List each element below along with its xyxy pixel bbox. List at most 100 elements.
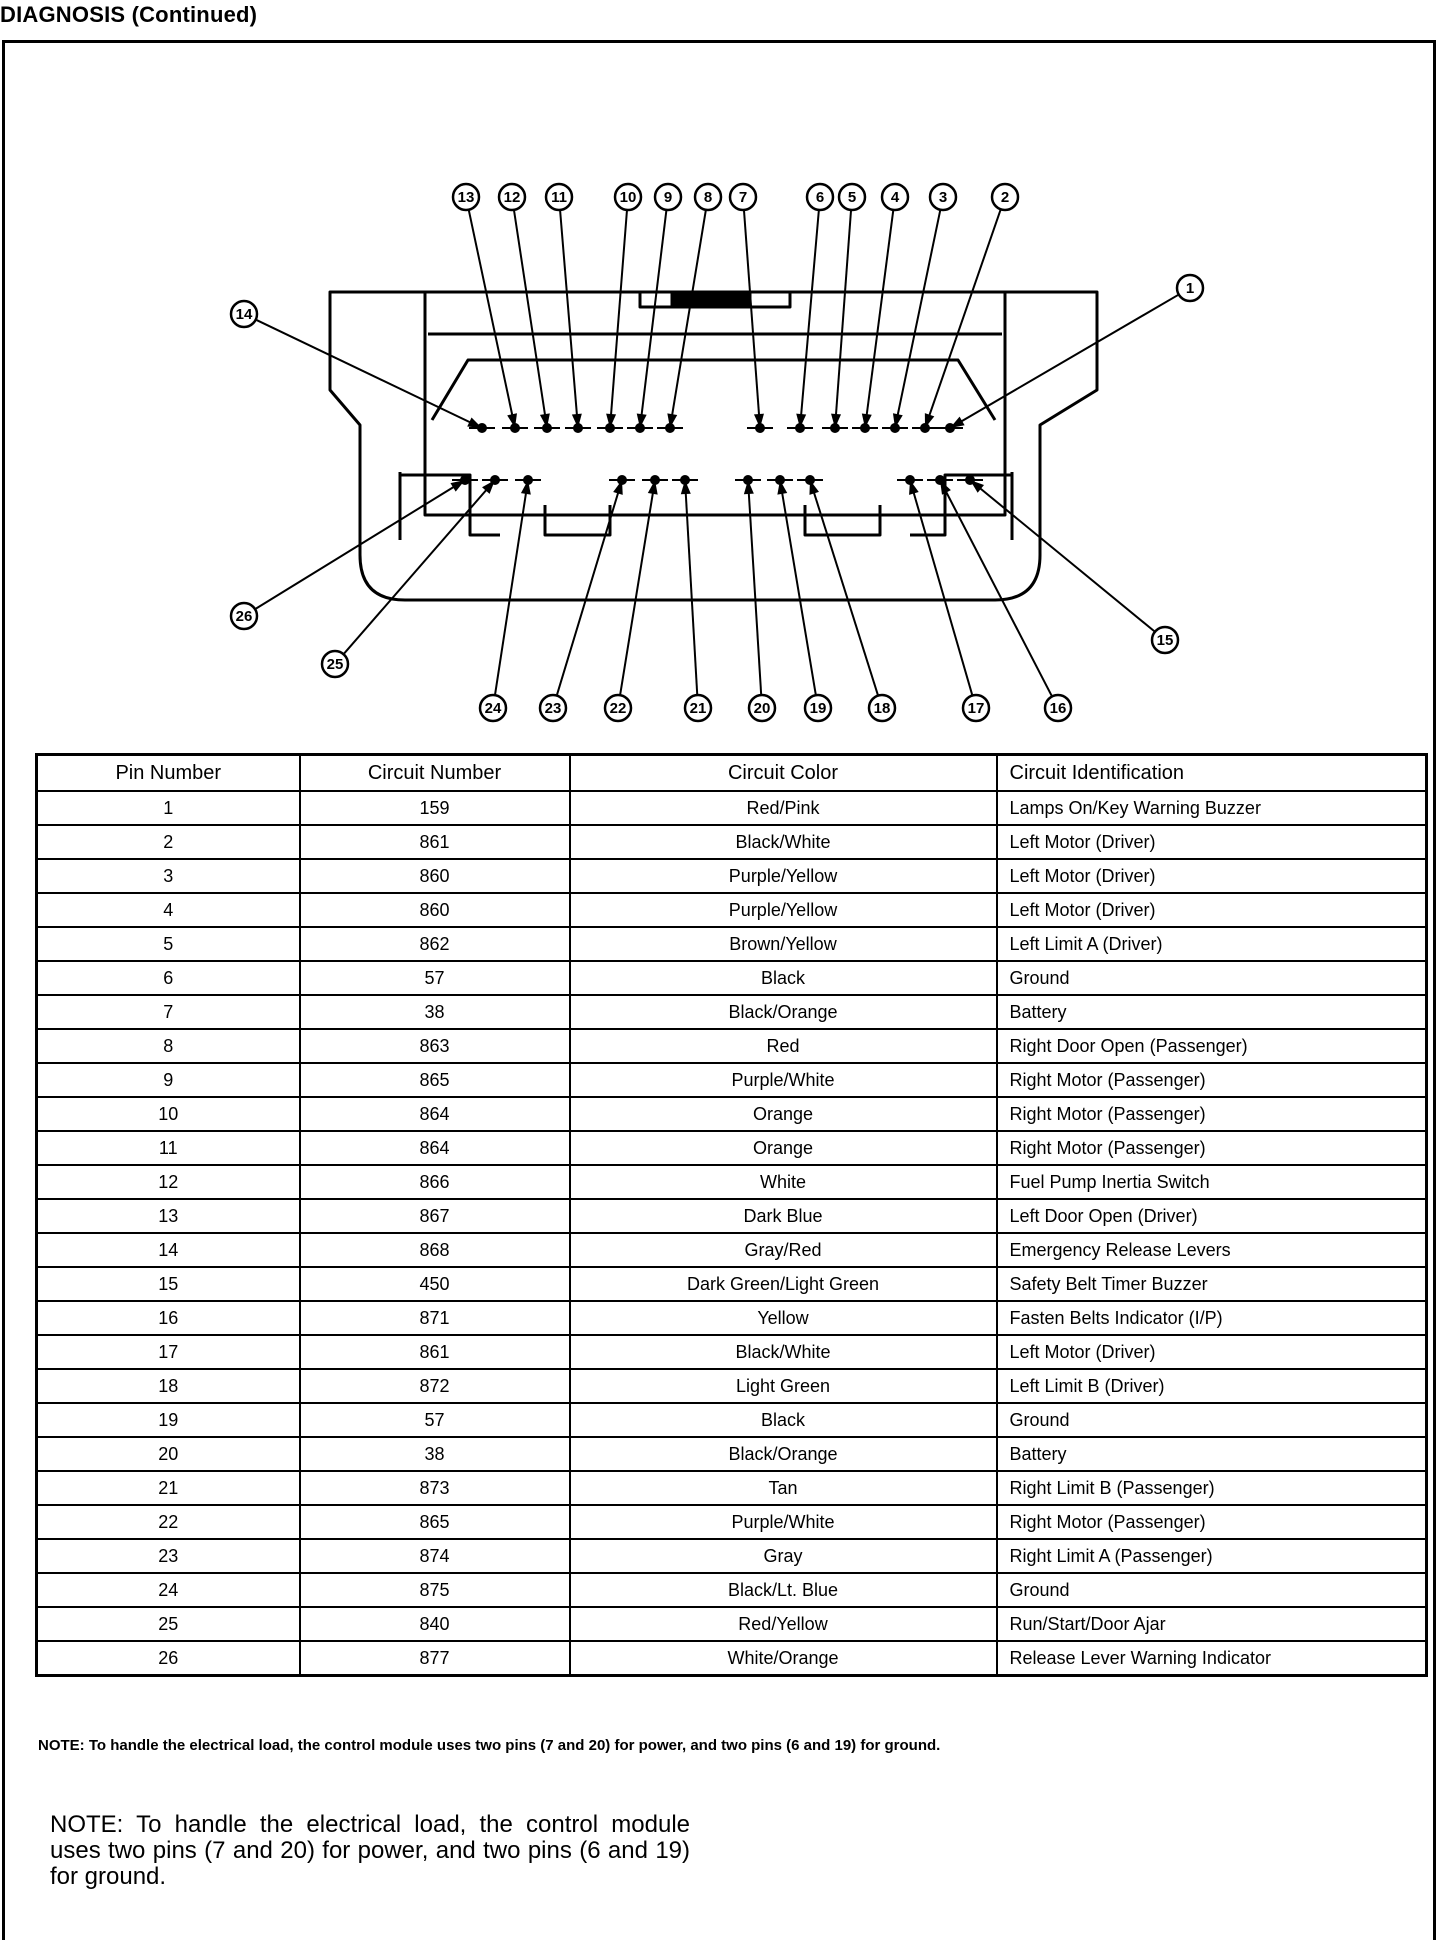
leader-line xyxy=(684,479,699,695)
circuit-identification-cell: Left Motor (Driver) xyxy=(995,892,1428,928)
callout-label: 24 xyxy=(485,700,502,717)
circuit-identification-cell: Battery xyxy=(995,994,1428,1030)
callout-label: 26 xyxy=(236,608,253,625)
leader-line xyxy=(747,479,763,695)
circuit-number-cell: 865 xyxy=(298,1062,571,1098)
callout-circle xyxy=(538,693,568,723)
pin-22 xyxy=(650,475,660,485)
circuit-color-cell: Black/Orange xyxy=(568,994,998,1030)
circuit-number-cell: 862 xyxy=(298,926,571,962)
leader-line xyxy=(669,210,707,429)
callout-circle xyxy=(497,182,527,212)
circuit-number-cell: 866 xyxy=(298,1164,571,1200)
pin-26 xyxy=(460,475,470,485)
circuit-identification-cell: Left Motor (Driver) xyxy=(995,1334,1428,1370)
pin-number-cell: 2 xyxy=(35,824,301,860)
leader-line xyxy=(559,210,579,429)
callout-circle xyxy=(544,182,574,212)
callout-circle xyxy=(928,182,958,212)
pin-3 xyxy=(890,423,900,433)
leader-line xyxy=(513,210,548,429)
circuit-color-cell: Purple/Yellow xyxy=(568,892,998,928)
pin-number-cell: 7 xyxy=(35,994,301,1030)
circuit-number-cell: 864 xyxy=(298,1096,571,1132)
connector-body xyxy=(328,290,1099,602)
circuit-identification-cell: Right Limit B (Passenger) xyxy=(995,1470,1428,1506)
circuit-color-cell: Black/Orange xyxy=(568,1436,998,1472)
circuit-identification-cell: Right Limit A (Passenger) xyxy=(995,1538,1428,1574)
callout-label: 1 xyxy=(1186,280,1194,297)
circuit-number-cell: 875 xyxy=(298,1572,571,1608)
circuit-number-cell: 867 xyxy=(298,1198,571,1234)
callout-circle xyxy=(693,182,723,212)
pin-number-cell: 4 xyxy=(35,892,301,928)
pin-8 xyxy=(665,423,675,433)
leader-line xyxy=(809,479,879,695)
pin-15 xyxy=(965,475,975,485)
circuit-number-cell: 57 xyxy=(298,960,571,996)
leader-line xyxy=(256,319,483,429)
arrowhead xyxy=(571,413,582,428)
callout-circle xyxy=(805,182,835,212)
callout-circle xyxy=(961,693,991,723)
circuit-number-cell: 863 xyxy=(298,1028,571,1064)
circuit-identification-cell: Ground xyxy=(995,1572,1428,1608)
header-circuit-color: Circuit Color xyxy=(568,753,998,792)
callout-label: 7 xyxy=(739,189,747,206)
callout-label: 4 xyxy=(891,189,900,206)
pin-number-cell: 13 xyxy=(35,1198,301,1234)
pin-number-cell: 16 xyxy=(35,1300,301,1336)
pin-number-cell: 14 xyxy=(35,1232,301,1268)
circuit-identification-cell: Fuel Pump Inertia Switch xyxy=(995,1164,1428,1200)
callout-label: 9 xyxy=(664,189,672,206)
leader-line xyxy=(779,479,817,695)
circuit-color-cell: Purple/White xyxy=(568,1504,998,1540)
pin-number-cell: 25 xyxy=(35,1606,301,1642)
pin-number-cell: 24 xyxy=(35,1572,301,1608)
leader-line xyxy=(939,479,1053,697)
header-circuit-number: Circuit Number xyxy=(298,753,571,792)
circuit-color-cell: Black/White xyxy=(568,1334,998,1370)
callout-label: 21 xyxy=(690,700,707,717)
callout-label: 15 xyxy=(1157,632,1174,649)
callout-label: 18 xyxy=(874,700,891,717)
pin-5 xyxy=(830,423,840,433)
circuit-identification-cell: Run/Start/Door Ajar xyxy=(995,1606,1428,1642)
circuit-identification-cell: Ground xyxy=(995,1402,1428,1438)
pin-20 xyxy=(743,475,753,485)
arrowhead xyxy=(680,480,691,495)
pin-number-cell: 21 xyxy=(35,1470,301,1506)
pin-6 xyxy=(795,423,805,433)
pin-14 xyxy=(477,423,487,433)
pin-number-cell: 17 xyxy=(35,1334,301,1370)
arrowhead xyxy=(796,413,807,428)
circuit-identification-cell: Lamps On/Key Warning Buzzer xyxy=(995,790,1428,826)
pin-number-cell: 15 xyxy=(35,1266,301,1302)
circuit-identification-cell: Left Motor (Driver) xyxy=(995,824,1428,860)
pin-24 xyxy=(523,475,533,485)
pin-19 xyxy=(775,475,785,485)
callout-circle xyxy=(613,182,643,212)
callout-label: 17 xyxy=(968,700,985,717)
pin-number-cell: 20 xyxy=(35,1436,301,1472)
leader-line xyxy=(556,479,623,695)
circuit-color-cell: Gray xyxy=(568,1538,998,1574)
circuit-identification-cell: Right Door Open (Passenger) xyxy=(995,1028,1428,1064)
pin-25 xyxy=(490,475,500,485)
arrowhead xyxy=(831,413,842,428)
circuit-identification-cell: Emergency Release Levers xyxy=(995,1232,1428,1268)
callout-circle xyxy=(803,693,833,723)
pin-number-cell: 5 xyxy=(35,926,301,962)
circuit-number-cell: 860 xyxy=(298,858,571,894)
